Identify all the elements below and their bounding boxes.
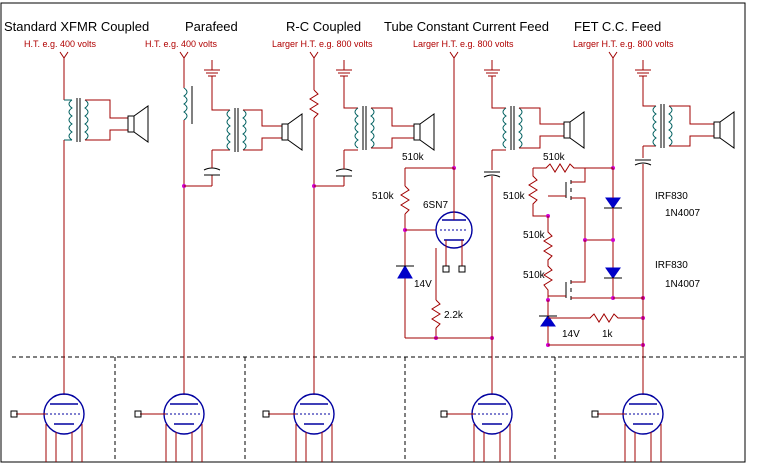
ht-label-rc: Larger H.T. e.g. 800 volts xyxy=(272,39,373,49)
label-fet1-part: IRF830 xyxy=(655,191,688,202)
speaker-icon xyxy=(127,115,135,133)
speaker-icon xyxy=(563,121,571,139)
speaker-icon xyxy=(413,123,421,141)
ht-label-fet-cc: Larger H.T. e.g. 800 volts xyxy=(573,39,674,49)
stage-title-rc: R-C Coupled xyxy=(286,19,361,34)
label-diode2-part: 1N4007 xyxy=(665,279,700,290)
stage-tube-cc: 510k 510k 6SN7 14V 2.2k xyxy=(372,51,585,395)
ht-label-parafeed: H.T. e.g. 400 volts xyxy=(145,39,218,49)
stage-title-tube-cc: Tube Constant Current Feed xyxy=(384,19,549,34)
label-fet-r-left: 510k xyxy=(503,191,526,202)
ground-icon xyxy=(204,60,220,77)
diode-2-icon xyxy=(605,267,621,279)
ht-terminal-icon xyxy=(608,51,618,168)
ht-terminal-icon xyxy=(449,51,459,168)
diagram-frame xyxy=(0,2,746,463)
transformer-primary-icon xyxy=(652,105,657,147)
label-fet-r-mid: 510k xyxy=(523,230,546,241)
diode-1-icon xyxy=(605,197,621,209)
label-fet-r-bottom: 1k xyxy=(602,329,614,340)
label-tube-r-left: 510k xyxy=(372,191,395,202)
resistor-icon xyxy=(431,299,441,329)
transformer-primary-icon xyxy=(226,109,231,151)
output-tube-4-icon xyxy=(440,393,513,462)
label-tube-zener: 14V xyxy=(414,279,432,290)
label-diode1-part: 1N4007 xyxy=(665,208,700,219)
transformer-primary-icon xyxy=(64,99,73,141)
ht-terminal-icon xyxy=(309,51,319,90)
zener-diode-icon xyxy=(397,265,413,279)
transformer-secondary-icon xyxy=(84,99,89,141)
ground-icon xyxy=(484,60,500,77)
resistor-icon xyxy=(548,313,643,323)
mosfet-2-icon xyxy=(565,280,572,300)
transformer-secondary-icon xyxy=(242,109,247,151)
stage-fet-cc: 510k 510k 510k 510k 14V 1k IRF830 1N4007… xyxy=(503,51,735,395)
label-fet2-part: IRF830 xyxy=(655,260,688,271)
resistor-icon xyxy=(533,163,613,173)
output-tube-5-icon xyxy=(591,393,664,462)
transformer-secondary-icon xyxy=(668,105,673,147)
stage-title-parafeed: Parafeed xyxy=(185,19,238,34)
transformer-secondary-icon xyxy=(370,107,375,149)
anode-resistor-icon xyxy=(309,89,319,119)
choke-icon xyxy=(183,87,188,121)
output-tube-3-icon xyxy=(262,393,335,462)
mosfet-1-icon xyxy=(565,180,572,200)
transformer-primary-icon xyxy=(502,107,507,149)
ht-label-xfmr: H.T. e.g. 400 volts xyxy=(24,39,97,49)
label-tube-name: 6SN7 xyxy=(423,200,448,211)
output-tube-1-icon xyxy=(10,393,85,462)
ht-label-tube-cc: Larger H.T. e.g. 800 volts xyxy=(413,39,514,49)
output-tube-2-icon xyxy=(134,393,205,462)
transformer-primary-icon xyxy=(354,107,359,149)
stage-title-xfmr: Standard XFMR Coupled xyxy=(4,19,149,34)
ht-terminal-icon xyxy=(59,51,69,100)
stage-xfmr xyxy=(59,51,149,395)
resistor-icon xyxy=(543,216,553,300)
stage-title-fet-cc: FET C.C. Feed xyxy=(574,19,661,34)
label-tube-r-top: 510k xyxy=(402,152,425,163)
label-fet-zener: 14V xyxy=(562,329,580,340)
ground-icon xyxy=(336,60,352,77)
speaker-icon xyxy=(713,121,721,139)
stage-parafeed xyxy=(179,51,303,395)
resistor-icon xyxy=(400,185,410,215)
label-fet-r-top: 510k xyxy=(543,152,566,163)
ground-icon xyxy=(635,60,651,77)
transformer-secondary-icon xyxy=(518,107,523,149)
label-tube-r-cathode: 2.2k xyxy=(444,310,464,321)
output-tubes xyxy=(10,393,664,462)
ht-terminal-icon xyxy=(179,51,189,88)
stage-rc xyxy=(309,51,435,395)
speaker-icon xyxy=(281,123,289,141)
label-fet-r-low: 510k xyxy=(523,270,546,281)
